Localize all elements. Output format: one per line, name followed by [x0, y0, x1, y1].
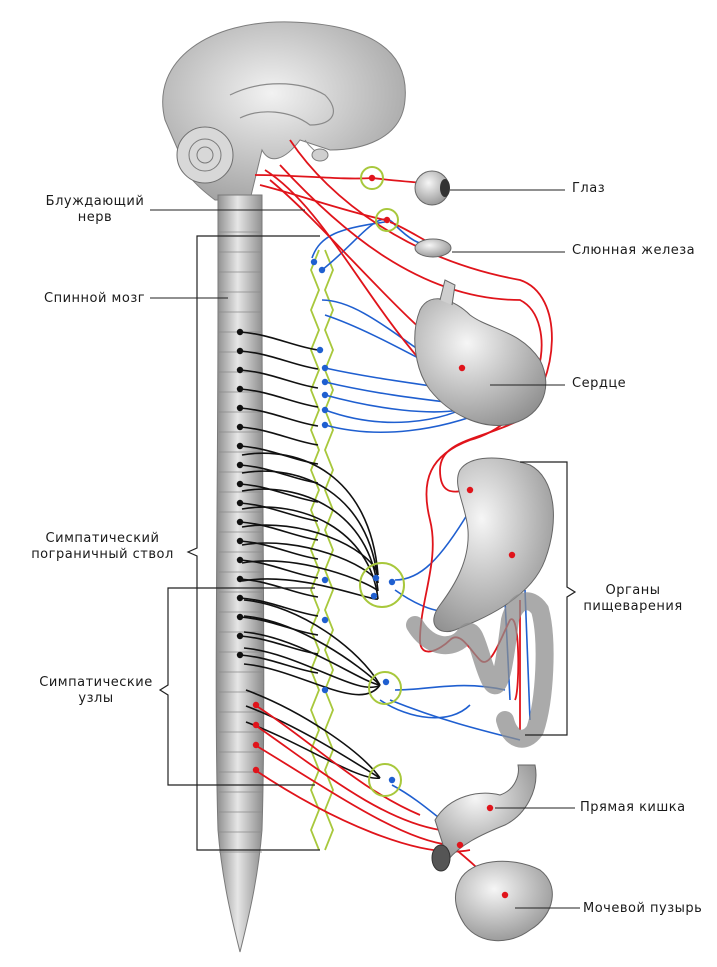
- preganglionic-fiber: [239, 540, 319, 560]
- salivary-gland: [414, 238, 452, 258]
- neuron-body: [486, 804, 494, 812]
- preganglionic-fiber: [243, 647, 381, 689]
- leader-lines: [150, 189, 580, 909]
- preganglionic-fiber: [239, 350, 319, 370]
- neuron-body: [236, 518, 244, 526]
- preganglionic-fiber: [239, 407, 319, 427]
- preganglionic-fiber: [239, 521, 319, 541]
- salivary-gland-label: Слюнная железа: [572, 243, 696, 258]
- neuron-body: [466, 486, 474, 494]
- neuron-body: [508, 551, 516, 559]
- neuron-body: [236, 575, 244, 583]
- preganglionic-fiber: [243, 615, 381, 686]
- neuron-body: [321, 616, 329, 624]
- neuron-bodies: [236, 174, 516, 899]
- neuron-body: [321, 576, 329, 584]
- neuron-body: [236, 556, 244, 564]
- neuron-body: [236, 480, 244, 488]
- neuron-body: [388, 776, 396, 784]
- preganglionic-fiber: [239, 369, 319, 389]
- neuron-body: [236, 366, 244, 374]
- neuron-body: [321, 378, 329, 386]
- eye: [414, 170, 450, 206]
- neuron-body: [236, 442, 244, 450]
- neuron-body: [321, 406, 329, 414]
- neuron-body: [321, 686, 329, 694]
- neuron-body: [501, 891, 509, 899]
- neuron-body: [316, 346, 324, 354]
- preganglionic-fiber: [239, 597, 319, 617]
- neuron-body: [372, 574, 380, 582]
- preganglionic-fiber: [241, 542, 379, 584]
- neuron-body: [236, 385, 244, 393]
- preganglionic-fiber: [241, 452, 379, 576]
- preganglionic-fiber: [241, 470, 379, 584]
- preganglionic-fiber: [239, 559, 319, 579]
- preganglionic-fiber: [241, 560, 379, 592]
- preganglionic-fiber: [245, 689, 381, 779]
- preganglionic-fiber: [239, 502, 319, 522]
- brain: [162, 21, 406, 201]
- neuron-body: [236, 651, 244, 659]
- neuron-body: [318, 266, 326, 274]
- digestive-organs-label: Органы пищеварения: [583, 583, 683, 614]
- preganglionic-fibers: [239, 331, 381, 779]
- neuron-body: [321, 364, 329, 372]
- neuron-body: [236, 461, 244, 469]
- preganglionic-fiber: [239, 654, 319, 674]
- neuron-body: [252, 701, 260, 709]
- heart: [414, 279, 547, 426]
- preganglionic-fiber: [243, 599, 381, 686]
- neuron-body: [236, 537, 244, 545]
- bladder: [454, 860, 553, 942]
- neuron-body: [458, 364, 466, 372]
- intestines: [406, 592, 554, 748]
- neuron-body: [370, 592, 378, 600]
- eye-label: Глаз: [572, 181, 606, 196]
- neuron-body: [321, 421, 329, 429]
- neuron-body: [310, 258, 318, 266]
- neuron-body: [382, 678, 390, 686]
- neuron-body: [321, 391, 329, 399]
- neuron-body: [236, 404, 244, 412]
- neuron-body: [236, 423, 244, 431]
- neuron-body: [236, 613, 244, 621]
- ganglia: [359, 166, 405, 797]
- neuron-body: [383, 216, 391, 224]
- neuron-body: [236, 594, 244, 602]
- neuron-body: [252, 721, 260, 729]
- neuron-body: [368, 174, 376, 182]
- rectum-label: Прямая кишка: [580, 800, 686, 815]
- preganglionic-fiber: [239, 483, 319, 503]
- spinal-cord: [215, 194, 265, 953]
- preganglionic-fiber: [239, 331, 319, 351]
- neuron-body: [252, 766, 260, 774]
- neuron-body: [456, 841, 464, 849]
- heart-label: Сердце: [572, 376, 627, 391]
- preganglionic-fiber: [245, 721, 381, 779]
- neuron-body: [236, 632, 244, 640]
- neuron-body: [252, 741, 260, 749]
- preganglionic-fiber: [239, 464, 319, 484]
- vagus-nerve-label: Блуждающий нерв: [45, 194, 145, 225]
- sympathetic-trunk-label: Симпатический пограничный ствол: [31, 531, 174, 562]
- neuron-body: [236, 328, 244, 336]
- preganglionic-fiber: [239, 388, 319, 408]
- neuron-body: [388, 578, 396, 586]
- rectum: [431, 764, 537, 872]
- sympathetic-ganglia-label: Симпатические узлы: [39, 675, 153, 706]
- preganglionic-fiber: [239, 616, 319, 636]
- neuron-body: [236, 499, 244, 507]
- spinal-cord-label: Спинной мозг: [44, 291, 146, 306]
- preganglionic-fiber: [243, 631, 381, 686]
- preganglionic-fiber: [239, 426, 319, 446]
- neuron-body: [236, 347, 244, 355]
- brackets: [158, 235, 577, 851]
- bladder-label: Мочевой пузырь: [583, 901, 703, 916]
